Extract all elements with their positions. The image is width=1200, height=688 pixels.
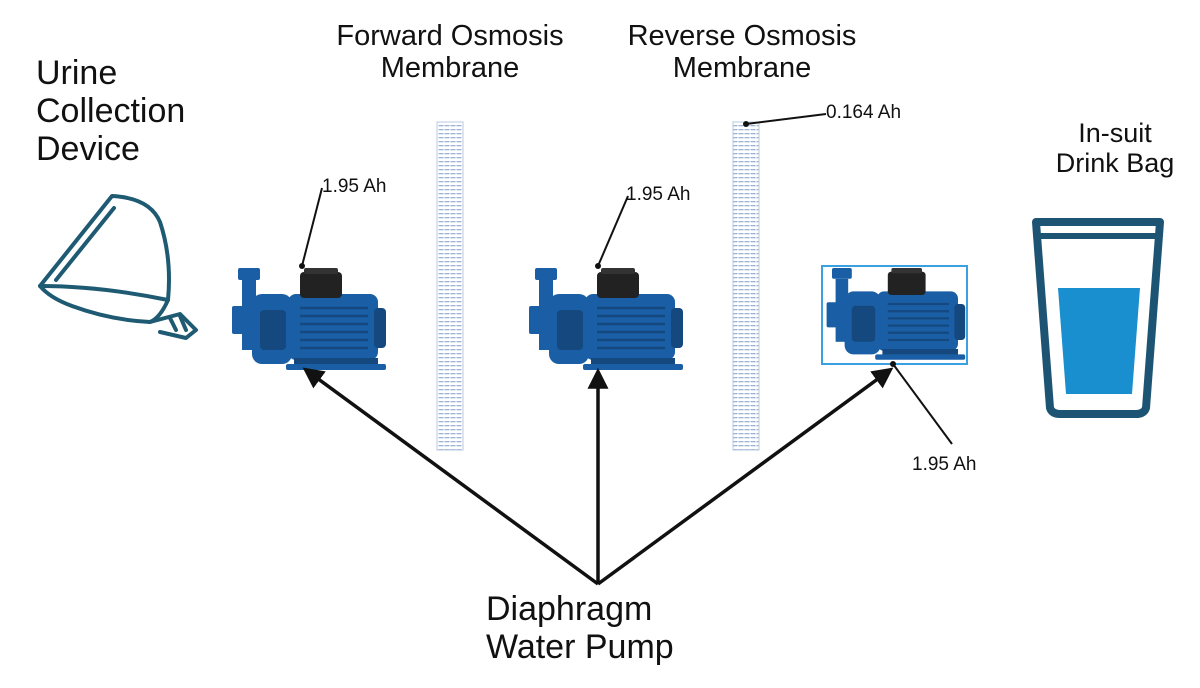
pump-label: Diaphragm Water Pump bbox=[486, 590, 674, 667]
water-glass-icon bbox=[1032, 218, 1164, 418]
forward-membrane-label: Forward Osmosis Membrane bbox=[336, 20, 564, 85]
pump-3-leader bbox=[892, 363, 953, 445]
arrow-to-pump-3 bbox=[596, 367, 894, 586]
urine-device-label: Urine Collection Device bbox=[36, 54, 186, 169]
arrow-to-pump-1 bbox=[302, 367, 600, 586]
pump-2-icon bbox=[527, 266, 685, 372]
forward-osmosis-membrane bbox=[436, 121, 464, 451]
reverse-membrane-label: Reverse Osmosis Membrane bbox=[627, 20, 857, 85]
pump-1-icon bbox=[230, 266, 388, 372]
menstrual-cup-icon bbox=[38, 194, 198, 340]
pump-1-capacity: 1.95 Ah bbox=[322, 176, 387, 197]
pump-2-capacity: 1.95 Ah bbox=[626, 184, 691, 205]
ro-membrane-capacity: 0.164 Ah bbox=[826, 102, 902, 123]
pump-3-capacity: 1.95 Ah bbox=[912, 454, 977, 475]
reverse-osmosis-membrane bbox=[732, 121, 760, 451]
pump-2-leader bbox=[597, 195, 629, 267]
pump-3-icon bbox=[825, 266, 967, 361]
ro-membrane-leader bbox=[745, 113, 827, 125]
drink-bag-label: In-suit Drink Bag bbox=[1055, 118, 1175, 179]
pump-1-leader bbox=[301, 187, 323, 267]
